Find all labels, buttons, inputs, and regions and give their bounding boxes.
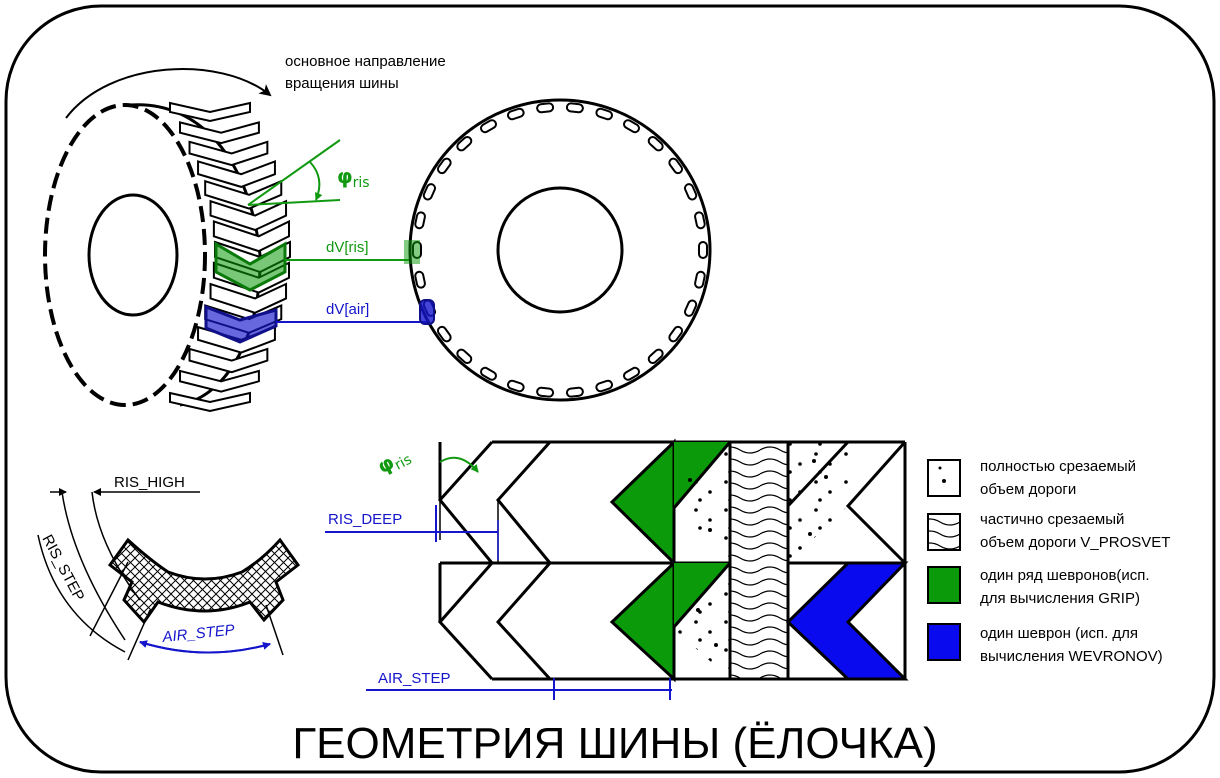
green-chevron-band [214, 241, 287, 292]
band-chevron [197, 159, 276, 188]
band-chevron [188, 140, 269, 167]
tread-notch [698, 241, 708, 259]
tread-notch [694, 211, 706, 230]
cross-section: RIS_HIGH RIS_STEP AIR_STEP [37, 474, 301, 661]
tread-profile [107, 537, 301, 625]
air-step-arc-label: AIR_STEP [161, 621, 236, 646]
tread-notch [422, 183, 437, 201]
tread-notch [436, 157, 452, 175]
ris-deep-label: RIS_DEEP [328, 511, 402, 528]
tread-notch [456, 136, 473, 152]
tread-notch [683, 183, 698, 201]
tread-notch [565, 386, 584, 398]
rotation-arrow [65, 68, 272, 119]
tread-notch [668, 157, 684, 175]
tread-notch [623, 119, 640, 134]
tread-notch [647, 348, 664, 364]
dv-ris-label: dV[ris] [326, 239, 369, 256]
tread-notch [436, 325, 452, 343]
tread-notch [414, 211, 426, 230]
band-chevron [209, 199, 288, 232]
band-chevron [188, 347, 269, 374]
tread-notch [414, 270, 426, 289]
legend-item-full-cut: полностью срезаемый объем дороги [927, 458, 1136, 498]
band-chevron [169, 101, 251, 123]
rotation-note-line2: вращения шины [285, 75, 399, 92]
svg-text:объем дороги V_PROSVET: объем дороги V_PROSVET [980, 534, 1170, 551]
legend-item-chevron-row: один ряд шевронов(исп. для вычисления GR… [927, 566, 1150, 607]
hub-perspective [87, 193, 179, 317]
tread-notch [647, 136, 664, 152]
svg-text:для вычисления GRIP): для вычисления GRIP) [980, 590, 1140, 607]
blue-chevron-band [204, 304, 278, 344]
band-chevron [209, 282, 288, 314]
blue-chevron-strip [785, 561, 909, 681]
hub-side [496, 186, 624, 314]
tire-perspective: φris dV[ris] dV[air] [43, 68, 428, 413]
tread-notch [595, 107, 614, 121]
tread-notch [595, 379, 614, 393]
air-step-label: AIR_STEP [378, 670, 451, 687]
svg-text:один шеврон (исп. для: один шеврон (исп. для [980, 625, 1138, 642]
legend-item-single-chevron: один шеврон (исп. для вычисления WEVRONO… [927, 623, 1163, 665]
tread-notch [565, 102, 584, 114]
page-title: ГЕОМЕТРИЯ ШИНЫ (ЁЛОЧКА) [292, 719, 937, 768]
tread-notch [536, 386, 555, 398]
band-chevron [179, 121, 260, 145]
tread-notch [668, 325, 684, 343]
tread-strip: RIS_DEEP φris AIR_STEP [325, 438, 909, 700]
rotation-note-line1: основное направление [285, 53, 446, 70]
dv-air-label: dV[air] [326, 301, 369, 318]
band-chevron [212, 219, 290, 253]
tread-notch [623, 366, 640, 381]
tread-notch [506, 107, 525, 121]
band-chevron [179, 369, 260, 393]
ris-high-label: RIS_HIGH [114, 474, 185, 491]
phi-strip-label: φris [373, 442, 414, 481]
tread-notch [480, 119, 497, 134]
tread-notch [480, 366, 497, 381]
svg-text:объем дороги: объем дороги [980, 481, 1076, 498]
band-chevron [169, 391, 251, 413]
tread-notch [456, 348, 473, 364]
outer-frame [4, 4, 1216, 774]
tire-side-view [404, 98, 712, 402]
tread-notch [683, 299, 698, 317]
svg-text:вычисления WEVRONOV): вычисления WEVRONOV) [980, 648, 1163, 665]
svg-text:частично срезаемый: частично срезаемый [980, 511, 1124, 528]
svg-text:один ряд шевронов(исп.: один ряд шевронов(исп. [980, 567, 1150, 584]
band-chevron [204, 179, 283, 210]
tread-notch [536, 102, 555, 114]
tread-notch [506, 379, 525, 393]
legend: полностью срезаемый объем дороги частичн… [927, 458, 1170, 665]
svg-text:полностью срезаемый: полностью срезаемый [980, 458, 1136, 475]
phi-ris-label: φris [337, 164, 370, 191]
tread-notch [694, 270, 706, 289]
legend-item-partial-cut: частично срезаемый объем дороги V_PROSVE… [927, 511, 1170, 551]
ris-step-label: RIS_STEP [38, 532, 87, 604]
